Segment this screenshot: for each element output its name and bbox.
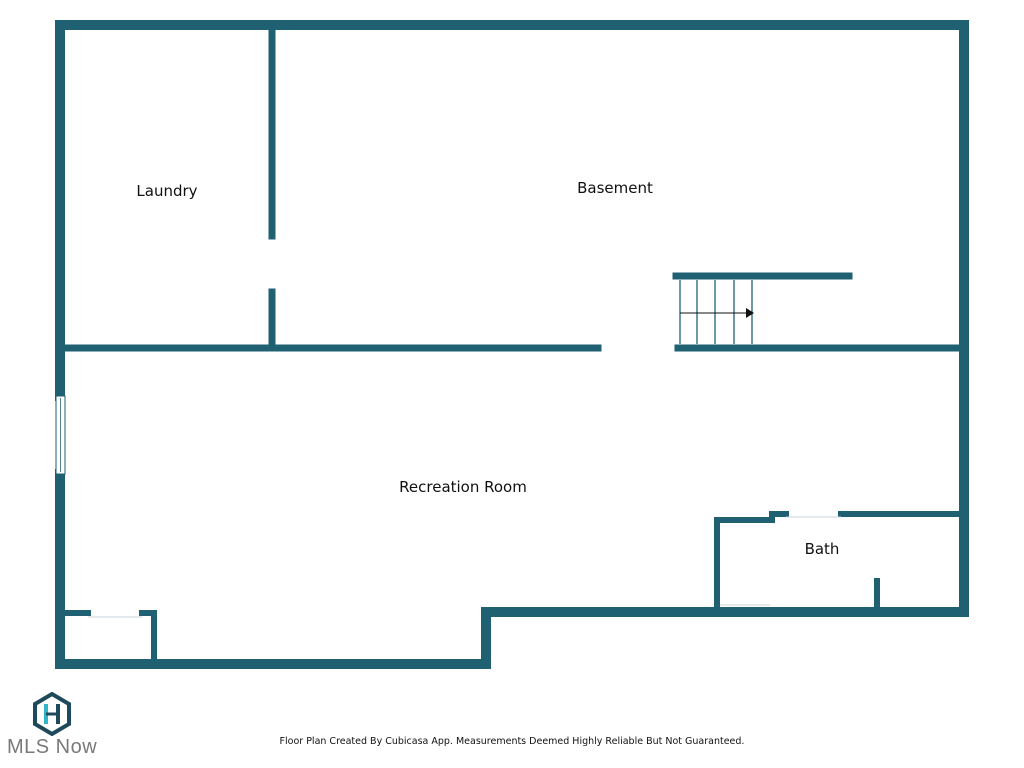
arrow-right-icon [746,308,754,318]
door-sills [88,516,841,618]
brand-name: MLS Now [7,736,98,758]
window-icon [55,395,66,475]
stairs-icon [679,280,754,344]
room-label-laundry: Laundry [136,182,198,200]
room-label-bath: Bath [804,540,840,558]
walls [55,20,969,669]
mls-now-logo [33,692,71,736]
footer-disclaimer: Floor Plan Created By Cubicasa App. Meas… [279,736,745,747]
room-label-recreation: Recreation Room [399,478,527,496]
room-label-basement: Basement [577,179,653,197]
